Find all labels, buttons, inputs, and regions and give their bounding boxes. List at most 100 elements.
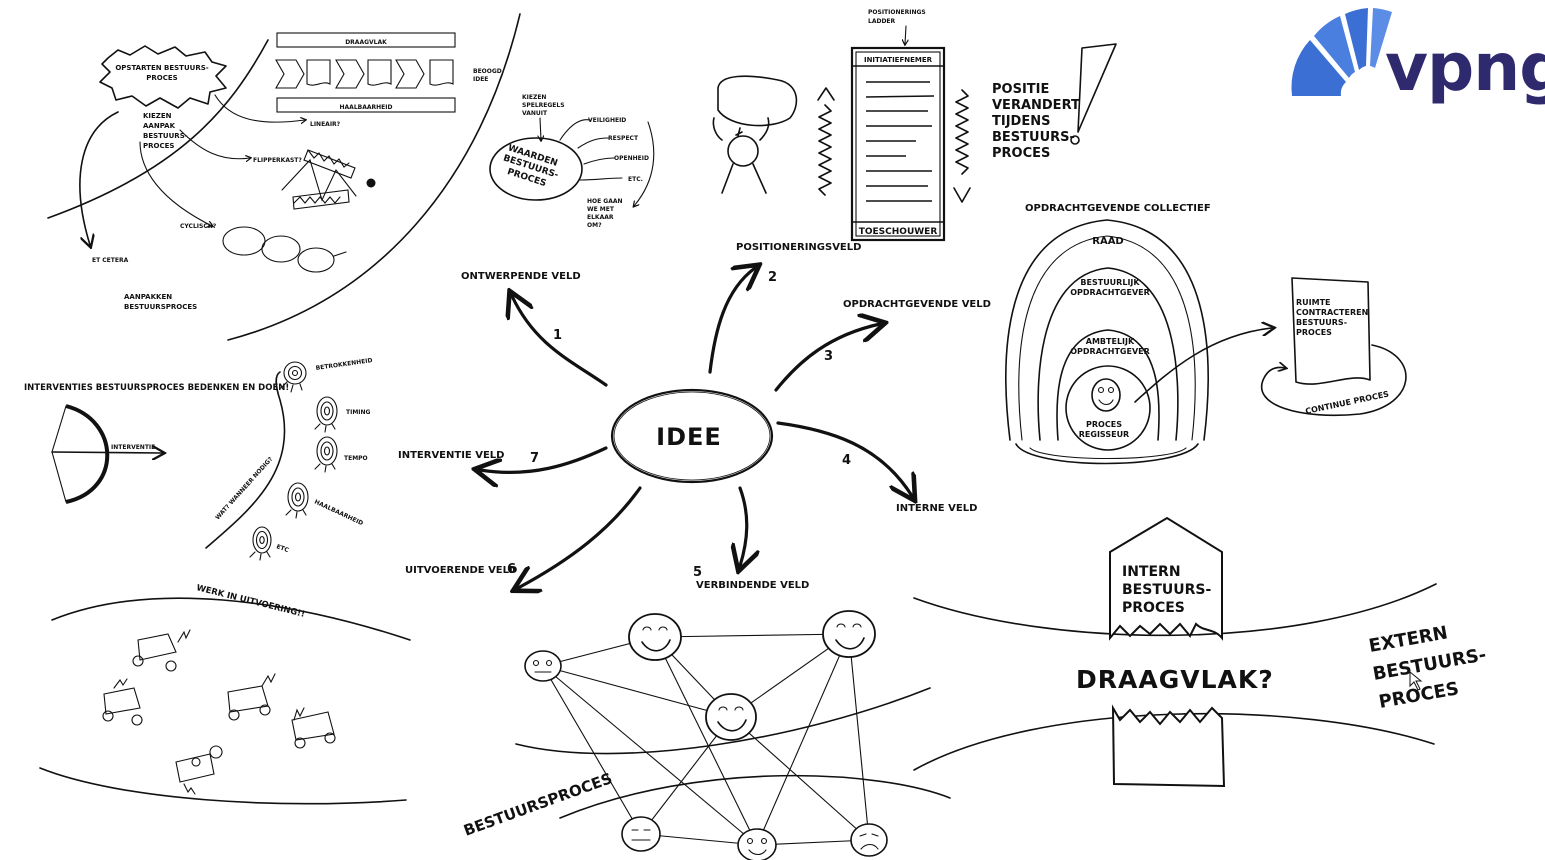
design-field: OPSTARTEN BESTUURS- PROCES KIEZEN AANPAK…	[47, 13, 521, 341]
arrow-field-5	[740, 486, 747, 566]
target-label-3: TEMPO	[344, 455, 368, 462]
machine-icon-3	[227, 673, 276, 721]
field-7-number: 7	[530, 451, 539, 466]
neutral-face-icon-2	[621, 816, 661, 852]
machine-icon-4	[291, 707, 336, 749]
intern-base-block	[1111, 704, 1226, 788]
arrow-field-2	[708, 268, 755, 374]
intervention-arrow-label: INTERVENTIE	[111, 444, 155, 451]
bow-icon	[65, 404, 110, 504]
field-6-label: UITVOERENDE VELD	[405, 565, 517, 576]
draagvlak-text: DRAAGVLAK	[345, 39, 387, 46]
ladder-title-2: LADDER	[868, 18, 896, 25]
field-4-number: 4	[842, 453, 851, 468]
internal-cluster: INTERN BESTUURS- PROCES DRAAGVLAK? EXTER…	[913, 516, 1488, 788]
intern-house-icon	[1109, 516, 1223, 641]
commission-title: OPDRACHTGEVENDE COLLECTIEF	[1025, 203, 1211, 214]
values-bracket-arrow	[634, 121, 655, 206]
ladder-top: INITIATIEFNEMER	[864, 56, 933, 64]
hoe-line-2: WE MET	[587, 206, 615, 213]
extern-line-3: PROCES	[1377, 678, 1460, 713]
etcetera-arrow	[79, 111, 119, 245]
person-figure-icon	[712, 75, 798, 194]
ladder-title-1: POSITIONERINGS	[868, 9, 926, 16]
commissioning-cluster: OPDRACHTGEVENDE COLLECTIEF RAAD BESTUURL…	[1005, 203, 1407, 465]
connecting-label: BESTUURSPROCES	[461, 769, 614, 840]
values-oval	[489, 137, 583, 201]
vpng-logo: vpng	[1291, 8, 1545, 106]
ambtelijk-2: OPDRACHTGEVER	[1070, 347, 1150, 356]
network-wave-2	[559, 774, 951, 819]
field-3-label: OPDRACHTGEVENDE VELD	[843, 299, 991, 310]
target-label-5: ETC	[275, 543, 290, 554]
execution-cluster: WERK IN UITVOERING!!	[39, 583, 411, 805]
field-5-label: VERBINDENDE VELD	[696, 580, 809, 591]
process-chevrons	[275, 59, 454, 89]
raad-arch	[1005, 219, 1209, 441]
happy-face-center-icon	[705, 693, 757, 741]
center-label: IDEE	[656, 423, 722, 451]
connecting-network: BESTUURSPROCES	[461, 610, 951, 860]
target-etc-icon	[249, 526, 272, 561]
continue-label: CONTINUE PROCES	[1305, 389, 1390, 416]
machine-icon-2	[102, 678, 143, 726]
smiling-face-icon-3	[737, 828, 777, 860]
mouse-cursor-icon	[1409, 670, 1423, 691]
lineair-arrow	[214, 94, 305, 122]
arrow-field-4	[776, 421, 912, 496]
flipperkast-label: FLIPPERKAST?	[253, 157, 302, 164]
position-side-2: VERANDERT	[992, 98, 1080, 113]
execution-title: WERK IN UITVOERING!!	[195, 583, 306, 620]
choose-line-3: BESTUURS-	[143, 132, 188, 140]
machine-icon	[132, 629, 191, 672]
start-line-1: OPSTARTEN BESTUURS-	[115, 64, 208, 72]
flipperkast-arrow	[179, 129, 250, 159]
cyclisch-arrow	[139, 141, 212, 226]
position-side-5: PROCES	[992, 146, 1050, 161]
choose-line-4: PROCES	[143, 142, 174, 150]
kiezen-line-1: KIEZEN	[522, 94, 546, 101]
exclamation-icon	[1077, 43, 1117, 133]
ruimte-2: CONTRACTEREN	[1296, 308, 1368, 317]
raad-label: RAAD	[1092, 236, 1123, 247]
zigzag-down	[955, 89, 969, 175]
start-line-2: PROCES	[146, 74, 177, 82]
kiezen-arrow	[540, 117, 541, 140]
intern-line-3: PROCES	[1122, 600, 1185, 616]
design-sweep-curve	[47, 39, 269, 219]
neutral-face-icon	[524, 650, 562, 682]
position-side-3: TIJDENS	[992, 114, 1050, 129]
target-betrokkenheid-icon	[280, 361, 307, 393]
cycle-loops	[222, 226, 347, 273]
logo-text: vpng	[1385, 29, 1545, 106]
field-arrows	[480, 268, 912, 588]
internal-draagvlak: DRAAGVLAK?	[1076, 665, 1274, 694]
ruimte-4: PROCES	[1296, 328, 1332, 337]
value-item-1: VEILIGHEID	[588, 117, 626, 124]
regisseur-2: REGISSEUR	[1079, 430, 1129, 439]
start-burst-shape	[99, 45, 227, 109]
arrow-field-7	[480, 446, 608, 472]
logo-fan-icon	[1291, 8, 1392, 96]
field-4-label: INTERNE VELD	[896, 503, 977, 514]
ambtelijk-arch	[1056, 329, 1160, 441]
execution-top-curve	[51, 597, 411, 641]
ambtelijk-1: AMBTELIJK	[1086, 337, 1135, 346]
intervention-title: INTERVENTIES BESTUURSPROCES BEDENKEN EN …	[24, 383, 289, 393]
pinball-drawing	[281, 149, 376, 210]
regisseur-1: PROCES	[1086, 420, 1122, 429]
contract-document	[1291, 277, 1371, 385]
internal-top-curve	[913, 583, 1437, 637]
arrow-field-1	[512, 296, 608, 387]
haalbaarheid-text: HAALBAARHEID	[340, 104, 393, 111]
intern-line-2: BESTUURS-	[1122, 582, 1211, 598]
target-label-2: TIMING	[346, 409, 371, 416]
value-item-2: RESPECT	[608, 135, 639, 142]
kiezen-line-2: SPELREGELS	[522, 102, 565, 109]
positioning-ladder-cluster: POSITIONERINGS LADDER INITIATIEFNEMER TO…	[712, 9, 1117, 242]
regisseur-face-icon	[1091, 378, 1121, 412]
kiezen-line-3: VANUIT	[522, 110, 548, 117]
target-haalbaarheid-icon	[285, 482, 309, 519]
choose-line-2: AANPAK	[143, 122, 176, 130]
